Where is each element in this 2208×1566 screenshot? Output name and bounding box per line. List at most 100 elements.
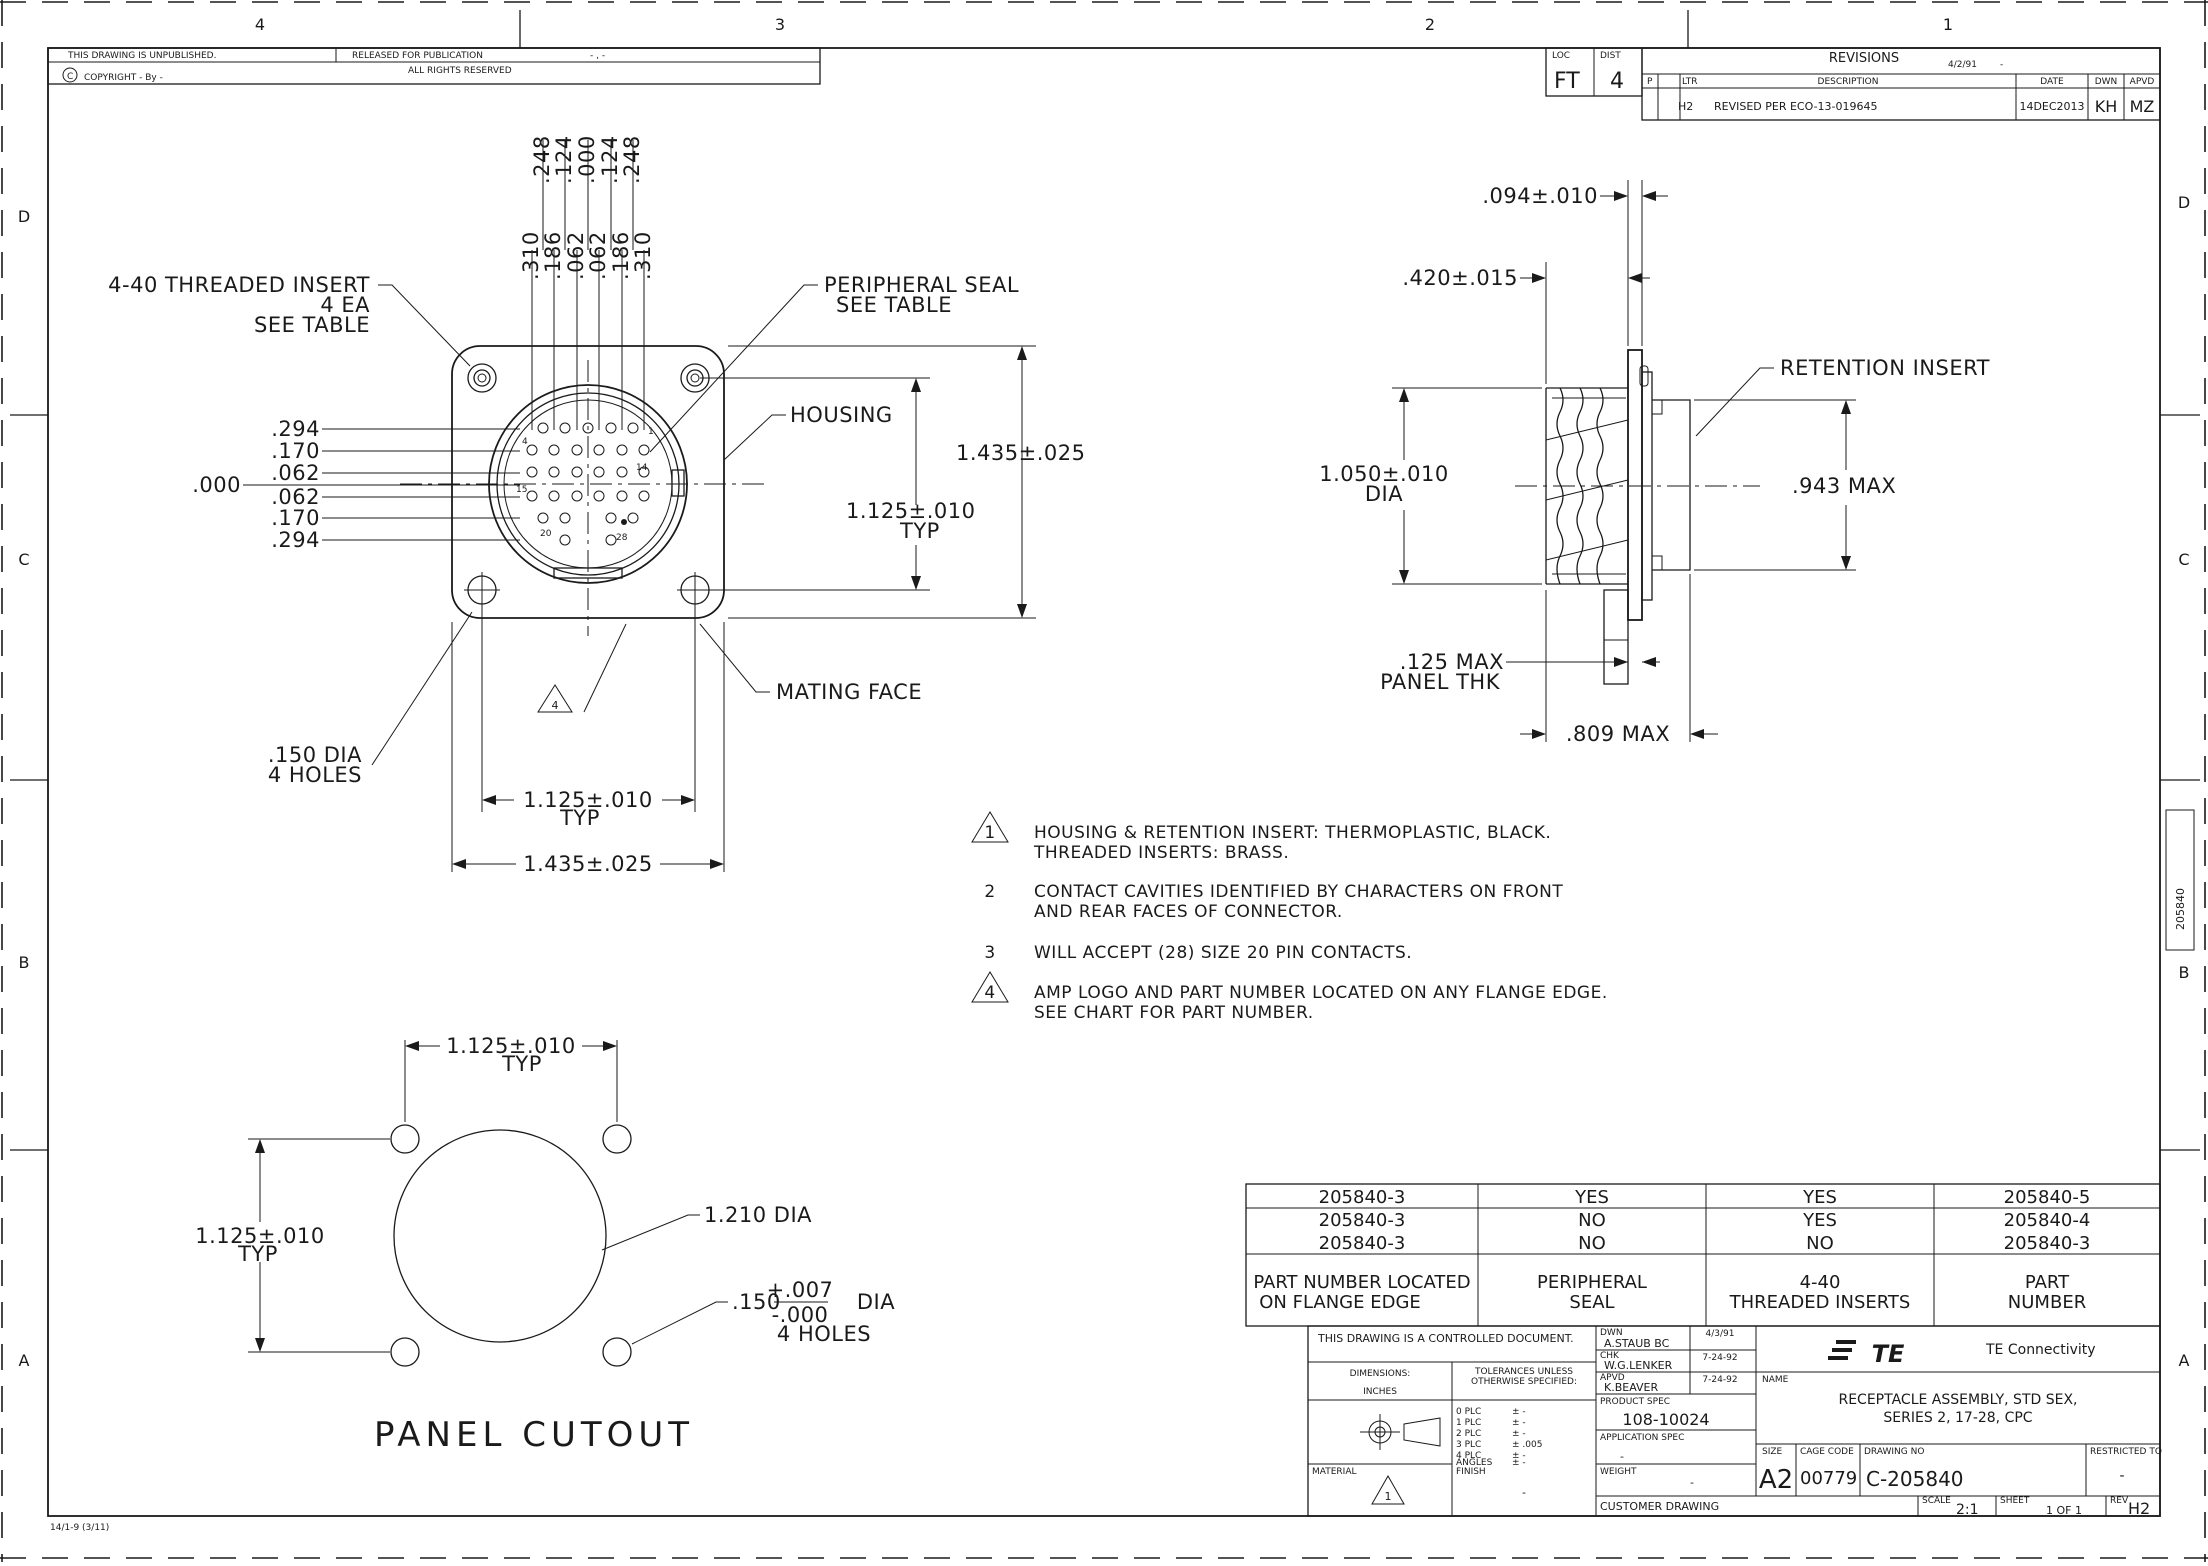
rev-header-ltr: LTR bbox=[1682, 77, 1698, 87]
mating-face-label: MATING FACE bbox=[776, 680, 922, 704]
note-1-line-2: THREADED INSERTS: BRASS. bbox=[1033, 843, 1289, 863]
cutout-hole-dia-label: DIA bbox=[857, 1290, 895, 1314]
title-block: THIS DRAWING IS A CONTROLLED DOCUMENT. D… bbox=[1307, 1325, 2162, 1518]
table-r3-c1: 205840-3 bbox=[1319, 1233, 1406, 1254]
chk-date: 7-24-92 bbox=[1702, 1353, 1737, 1363]
te-logo-text: TE bbox=[1872, 1340, 1905, 1368]
zone-row-b-right: B bbox=[2179, 963, 2190, 982]
rev-header-p: P bbox=[1647, 77, 1653, 87]
body-dia-label: DIA bbox=[1365, 482, 1403, 506]
notes: 1 HOUSING & RETENTION INSERT: THERMOPLAS… bbox=[971, 811, 1607, 1023]
form-number: 14/1-9 (3/11) bbox=[50, 1523, 109, 1533]
revisions-dash: - bbox=[2000, 60, 2003, 70]
copyright-symbol: C bbox=[67, 72, 73, 82]
dwn-date: 4/3/91 bbox=[1706, 1329, 1735, 1339]
left-dim-170-bottom: .170 bbox=[271, 506, 320, 530]
zone-col-4: 4 bbox=[255, 15, 265, 34]
rev-row-description: REVISED PER ECO-13-019645 bbox=[1714, 100, 1878, 113]
chk-value: W.G.LENKER bbox=[1604, 1359, 1673, 1372]
te-logo-icon: TE bbox=[1828, 1340, 1905, 1368]
apvd-value: K.BEAVER bbox=[1604, 1381, 1659, 1394]
table-header-seal-2: SEAL bbox=[1569, 1292, 1614, 1313]
housing-label: HOUSING bbox=[790, 403, 893, 427]
cutout-holes-qty: 4 HOLES bbox=[777, 1322, 871, 1346]
dimensions-unit: INCHES bbox=[1363, 1387, 1397, 1397]
top-dim-186-left: .186 bbox=[541, 231, 565, 280]
table-header-part-location-1: PART NUMBER LOCATED bbox=[1253, 1272, 1470, 1293]
note-flag-4-front: 4 bbox=[552, 699, 559, 712]
tolerances-label-2: OTHERWISE SPECIFIED: bbox=[1471, 1377, 1577, 1387]
table-r2-c4: 205840-4 bbox=[2004, 1210, 2091, 1231]
tol-1plc-label: 1 PLC bbox=[1456, 1418, 1481, 1428]
table-r3-c2: NO bbox=[1578, 1233, 1606, 1254]
revisions-block: REVISIONS 4/2/91 - P LTR DESCRIPTION DAT… bbox=[1641, 47, 2161, 121]
zone-col-2: 2 bbox=[1425, 15, 1435, 34]
note-1-flag: 1 bbox=[984, 823, 995, 843]
tol-4plc-label: 4 PLC bbox=[1456, 1451, 1481, 1461]
revisions-title: REVISIONS bbox=[1829, 51, 1899, 66]
cutout-spacing-v-typ: TYP bbox=[237, 1242, 278, 1266]
rev-row-date: 14DEC2013 bbox=[2019, 100, 2084, 113]
panel-cutout: 1.125±.010 TYP 1.125±.010 TYP 1.210 DIA … bbox=[195, 1034, 895, 1455]
hole-spacing-v-typ: TYP bbox=[899, 519, 940, 543]
top-dim-186-right: .186 bbox=[609, 231, 633, 280]
tol-angles-label: ANGLES bbox=[1456, 1458, 1493, 1468]
product-spec-label: PRODUCT SPEC bbox=[1600, 1397, 1670, 1407]
zone-col-3: 3 bbox=[775, 15, 785, 34]
unpublished-text: THIS DRAWING IS UNPUBLISHED. bbox=[67, 51, 216, 61]
table-header-seal-1: PERIPHERAL bbox=[1537, 1272, 1647, 1293]
released-date: - , - bbox=[590, 51, 605, 61]
table-r1-c1: 205840-3 bbox=[1319, 1187, 1406, 1208]
front-view: 4 1 14 15 20 28 .310 .186 .062 .062 .186… bbox=[108, 135, 1085, 876]
drawing-number-value: C-205840 bbox=[1866, 1467, 1964, 1491]
left-dim-062-top: .062 bbox=[271, 461, 320, 485]
top-dim-124-right: .124 bbox=[598, 135, 622, 184]
holes-dia-label: .150 DIA bbox=[268, 743, 362, 767]
application-spec-value: - bbox=[1620, 1450, 1624, 1463]
overall-width-dim: 1.435±.025 bbox=[523, 852, 652, 876]
chk-label: CHK bbox=[1600, 1351, 1620, 1361]
table-header-inserts-1: 4-40 bbox=[1800, 1272, 1841, 1293]
cutout-spacing-h-typ: TYP bbox=[501, 1052, 542, 1076]
tol-4plc-value: ± - bbox=[1512, 1451, 1526, 1461]
apvd-date: 7-24-92 bbox=[1702, 1375, 1737, 1385]
threaded-insert-ref: SEE TABLE bbox=[254, 313, 370, 337]
note-3-line-1: WILL ACCEPT (28) SIZE 20 PIN CONTACTS. bbox=[1034, 943, 1412, 963]
side-stamp-number: 205840 bbox=[2174, 888, 2187, 930]
zone-row-c-right: C bbox=[2178, 550, 2189, 569]
rights-text: ALL RIGHTS RESERVED bbox=[408, 66, 512, 76]
dwn-value: A.STAUB BC bbox=[1604, 1337, 1670, 1350]
rev-label: REV bbox=[2110, 1496, 2129, 1506]
cutout-spacing-v-dim: 1.125±.010 bbox=[195, 1224, 324, 1248]
note-1-line-1: HOUSING & RETENTION INSERT: THERMOPLASTI… bbox=[1034, 823, 1551, 843]
panel-cutout-title: PANEL CUTOUT bbox=[374, 1415, 694, 1455]
holes-qty: 4 HOLES bbox=[268, 763, 362, 787]
restricted-label: RESTRICTED TO bbox=[2090, 1447, 2162, 1457]
note-2-num: 2 bbox=[984, 882, 995, 902]
zone-col-1: 1 bbox=[1943, 15, 1953, 34]
loc-dist-block: LOC FT DIST 4 bbox=[1545, 47, 1643, 97]
rev-row-ltr: H2 bbox=[1678, 100, 1693, 113]
name-label: NAME bbox=[1762, 1375, 1789, 1385]
flange-offset-dim: .420±.015 bbox=[1402, 266, 1518, 290]
hole-spacing-h-typ: TYP bbox=[559, 806, 600, 830]
body-dia-dim: 1.050±.010 bbox=[1319, 462, 1448, 486]
material-label: MATERIAL bbox=[1312, 1467, 1357, 1477]
depth-dim: .809 MAX bbox=[1566, 722, 1670, 746]
rev-header-apvd: APVD bbox=[2130, 77, 2155, 87]
top-dim-062-right: .062 bbox=[586, 231, 610, 280]
rev-header-date: DATE bbox=[2040, 77, 2064, 87]
scale-label: SCALE bbox=[1922, 1496, 1951, 1506]
rev-row-dwn: KH bbox=[2095, 97, 2118, 116]
projection-symbol-icon bbox=[1360, 1414, 1441, 1450]
loc-label: LOC bbox=[1552, 51, 1570, 61]
drawing-name-line-2: SERIES 2, 17-28, CPC bbox=[1883, 1410, 2032, 1426]
header-block: THIS DRAWING IS UNPUBLISHED. RELEASED FO… bbox=[47, 47, 821, 85]
finish-label: FINISH bbox=[1456, 1467, 1486, 1477]
left-dim-000: .000 bbox=[192, 473, 241, 497]
tol-1plc-value: ± - bbox=[1512, 1418, 1526, 1428]
rev-value: H2 bbox=[2128, 1499, 2150, 1518]
cutout-spacing-h-dim: 1.125±.010 bbox=[446, 1034, 575, 1058]
table-header-inserts-2: THREADED INSERTS bbox=[1729, 1292, 1911, 1313]
